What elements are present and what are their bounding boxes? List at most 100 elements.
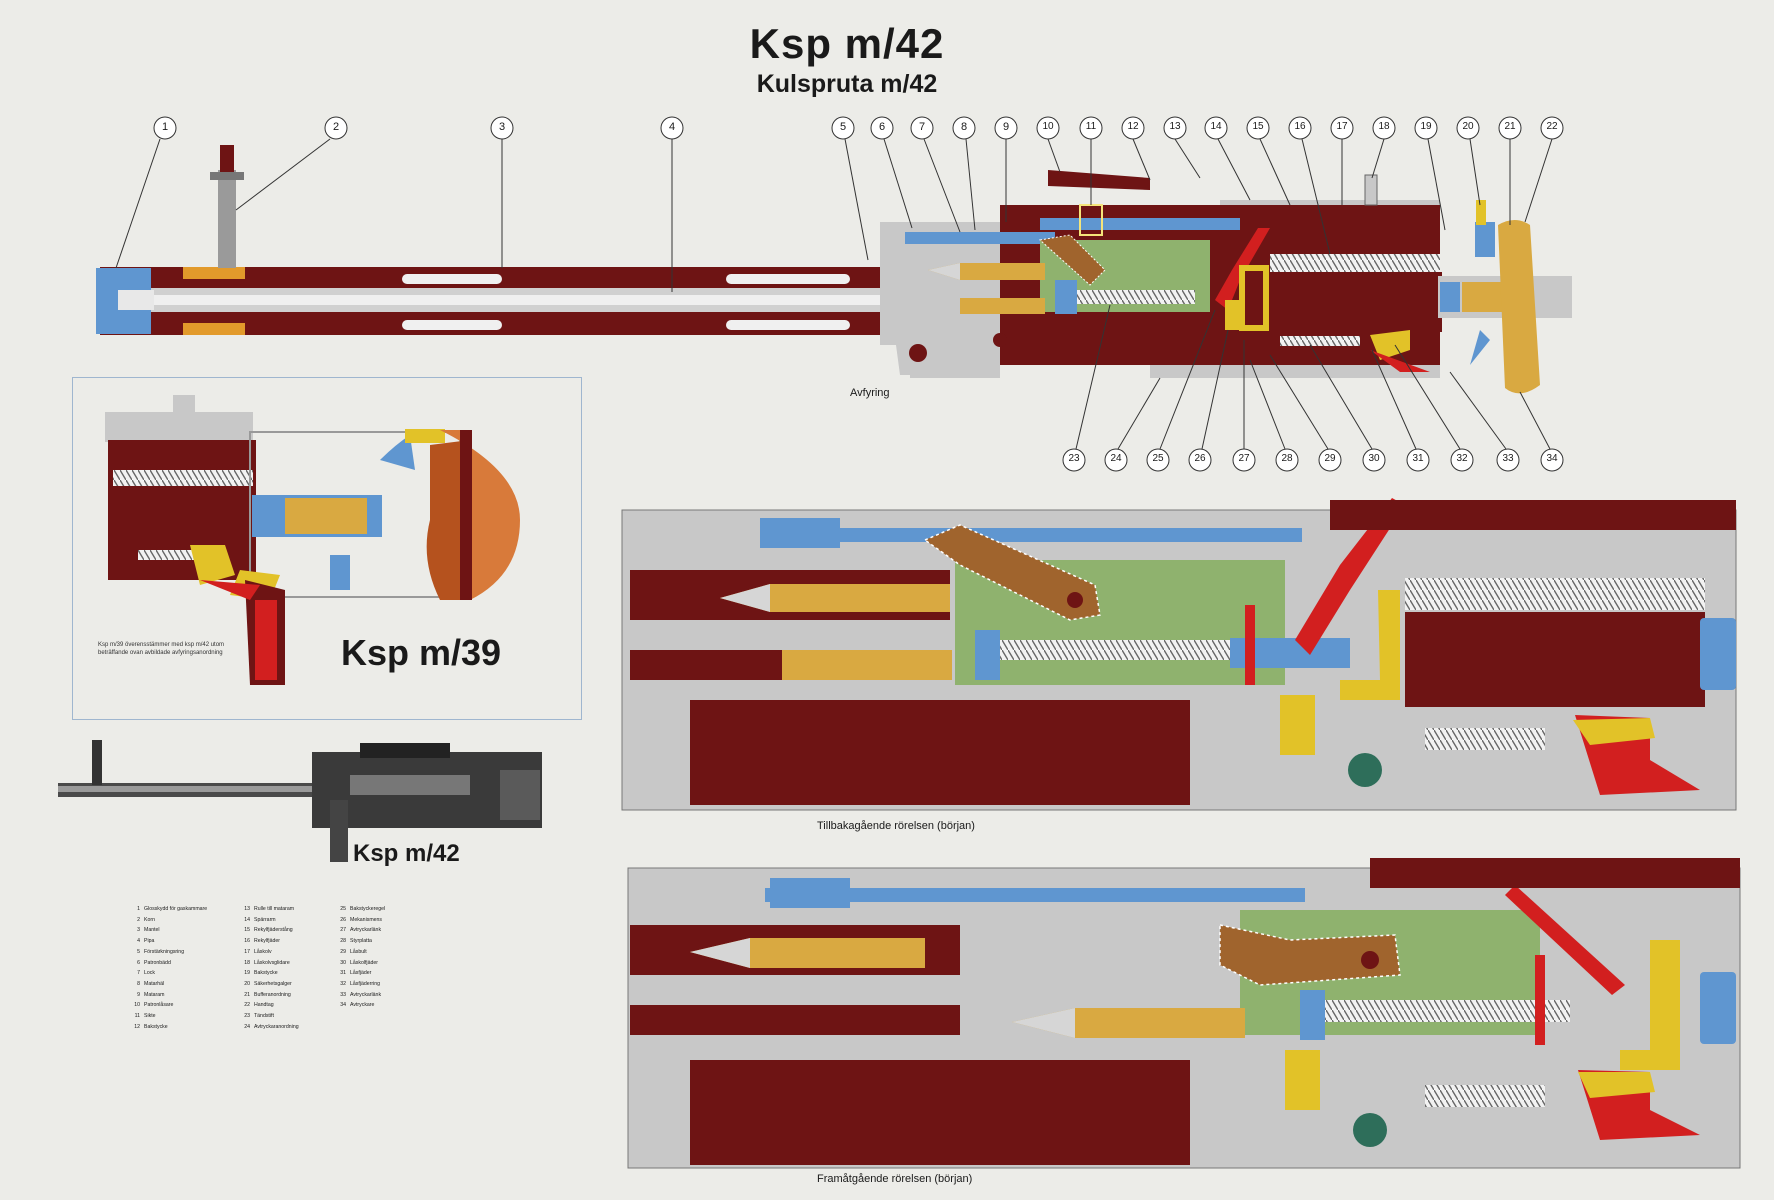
callout-24 bbox=[1104, 377, 1161, 472]
spade-grip bbox=[1498, 220, 1540, 394]
callout-19 bbox=[1414, 116, 1446, 231]
callout-28 bbox=[1249, 359, 1299, 472]
callout-number: 30 bbox=[1368, 453, 1380, 464]
callout-23 bbox=[1062, 304, 1111, 472]
callout-27 bbox=[1232, 340, 1256, 472]
callout-11 bbox=[1079, 116, 1103, 205]
callout-1 bbox=[115, 116, 177, 269]
callout-15 bbox=[1246, 116, 1291, 206]
poster-subtitle: Kulspruta m/42 bbox=[756, 70, 938, 98]
callout-17 bbox=[1330, 116, 1354, 205]
callout-2 bbox=[235, 116, 348, 211]
callout-number: 33 bbox=[1502, 453, 1514, 464]
caption-main: Avfyring bbox=[850, 387, 890, 399]
callout-number: 6 bbox=[878, 121, 886, 133]
front-sight bbox=[218, 170, 236, 268]
callout-number: 17 bbox=[1336, 121, 1348, 132]
callout-number: 8 bbox=[960, 121, 968, 133]
photo-ksp42 bbox=[58, 740, 542, 862]
callout-30 bbox=[1309, 344, 1386, 472]
sear-rearward bbox=[1295, 498, 1405, 655]
inset-frame bbox=[72, 377, 582, 720]
callout-16 bbox=[1288, 116, 1331, 255]
callout-6 bbox=[870, 116, 913, 229]
callout-12 bbox=[1121, 116, 1151, 181]
callout-number: 26 bbox=[1194, 453, 1206, 464]
callout-number: 32 bbox=[1456, 453, 1468, 464]
callout-20 bbox=[1456, 116, 1481, 206]
callouts-top bbox=[115, 116, 1564, 292]
callout-number: 3 bbox=[498, 121, 506, 133]
callout-number: 23 bbox=[1068, 453, 1080, 464]
callout-number: 4 bbox=[668, 121, 676, 133]
callout-number: 11 bbox=[1085, 121, 1097, 132]
callout-26 bbox=[1188, 329, 1229, 472]
rearward-section bbox=[621, 498, 1737, 811]
callout-4 bbox=[660, 116, 684, 292]
callout-number: 24 bbox=[1110, 453, 1122, 464]
callout-21 bbox=[1498, 116, 1522, 225]
callout-number: 2 bbox=[332, 121, 340, 133]
photo-title: Ksp m/42 bbox=[353, 840, 460, 867]
callout-number: 31 bbox=[1412, 453, 1424, 464]
callout-10 bbox=[1036, 116, 1061, 173]
sear-forward bbox=[1505, 885, 1625, 995]
callout-number: 10 bbox=[1042, 121, 1054, 132]
callout-25 bbox=[1146, 309, 1216, 472]
callout-14 bbox=[1204, 116, 1251, 201]
callout-number: 16 bbox=[1294, 121, 1306, 132]
callout-7 bbox=[910, 116, 961, 233]
callout-number: 19 bbox=[1420, 121, 1432, 132]
cartridge-lower bbox=[960, 298, 1045, 314]
inset-title: Ksp m/39 bbox=[341, 632, 502, 673]
callout-number: 9 bbox=[1002, 121, 1010, 133]
cartridge-rearward-lower bbox=[782, 650, 952, 680]
recoil-spring bbox=[1270, 254, 1440, 272]
callout-number: 27 bbox=[1238, 453, 1250, 464]
callout-31 bbox=[1371, 349, 1430, 472]
callout-13 bbox=[1163, 116, 1201, 179]
callout-29 bbox=[1269, 354, 1342, 472]
callout-number: 18 bbox=[1378, 121, 1390, 132]
caption-rearward: Tillbakagående rörelsen (början) bbox=[817, 820, 975, 832]
recoil-spring-rearward bbox=[1405, 578, 1705, 610]
callout-22 bbox=[1524, 116, 1564, 223]
main-section bbox=[96, 145, 1572, 394]
callout-number: 21 bbox=[1504, 121, 1516, 132]
callout-number: 29 bbox=[1324, 453, 1336, 464]
